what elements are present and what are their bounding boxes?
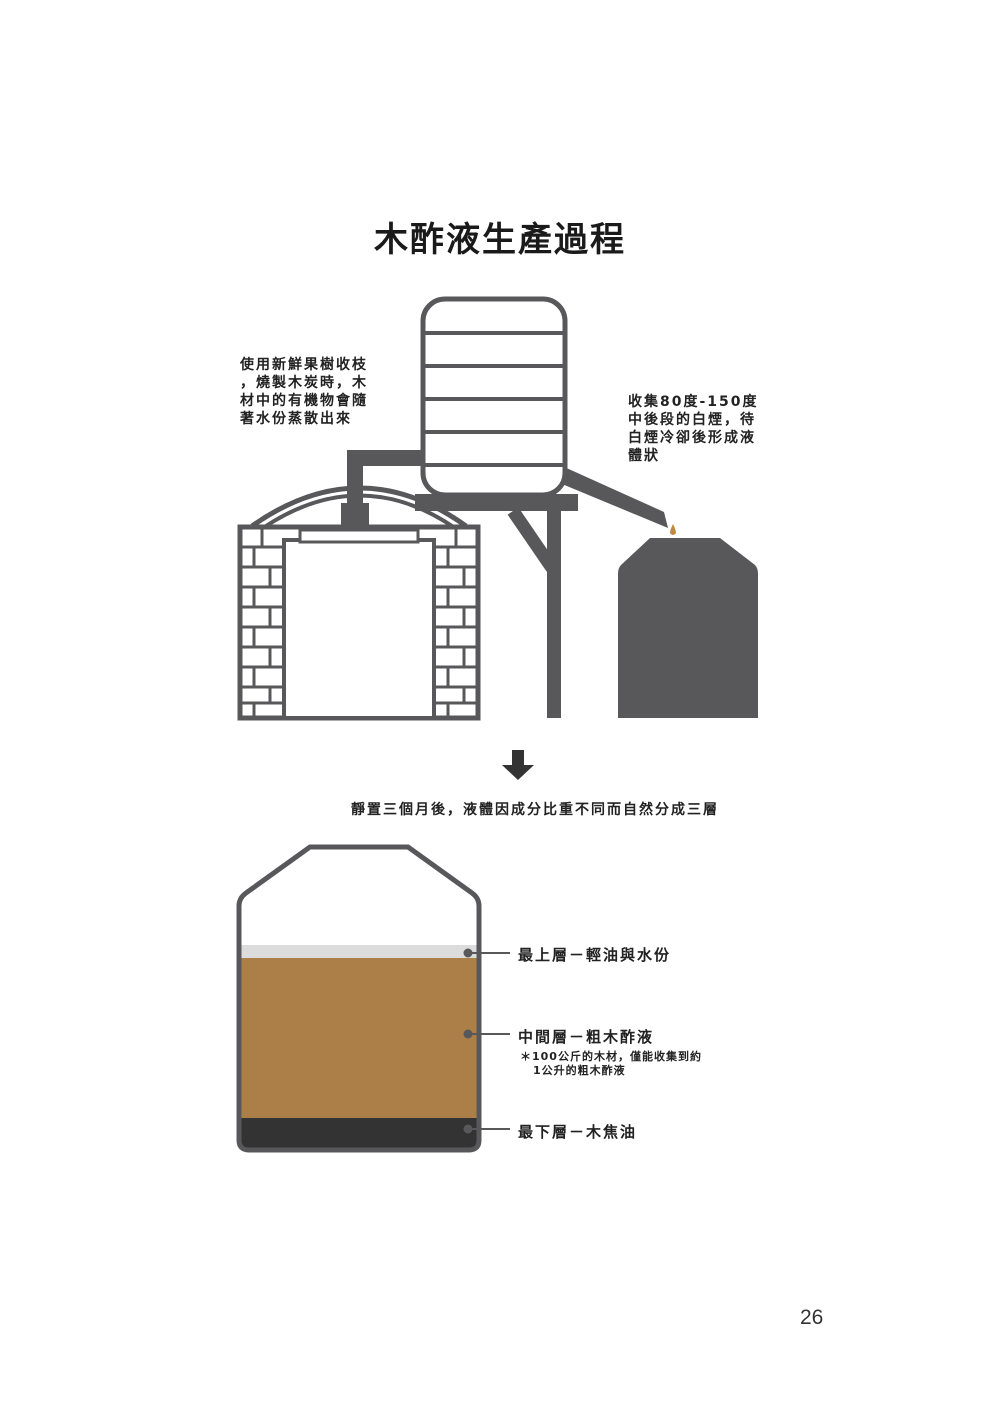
kiln-bricks-right (434, 527, 478, 718)
condenser-pipe (562, 466, 668, 528)
kiln-note: 使用新鮮果樹收枝 ，燒製木炭時，木 材中的有機物會隨 著水份蒸散出來 (240, 356, 368, 428)
kiln-note-line: ，燒製木炭時，木 (240, 375, 368, 391)
collector-note-line: 白煙冷卻後形成液 (628, 430, 756, 446)
middle-layer-label: 中間層－粗木酢液 (518, 1028, 655, 1046)
drip-icon (670, 524, 676, 535)
kiln-bricks-left (240, 527, 284, 718)
tank-stand (415, 494, 578, 718)
light-oil-layer (239, 945, 479, 958)
middle-layer-note-line: ＊100公斤的木材，僅能收集到約 (520, 1050, 702, 1063)
condensing-tank (420, 296, 568, 498)
kiln (237, 485, 481, 721)
top-layer-label: 最上層－輕油與水份 (518, 946, 672, 964)
settling-caption: 靜置三個月後，液體因成分比重不同而自然分成三層 (351, 802, 719, 818)
kiln-note-line: 著水份蒸散出來 (240, 411, 352, 427)
page-title: 木酢液生產過程 (374, 220, 626, 260)
middle-layer-note-line: 1公升的粗木酢液 (533, 1064, 626, 1077)
kiln-door (282, 538, 436, 720)
page-number: 26 (800, 1306, 824, 1329)
down-arrow-icon (502, 750, 534, 780)
collector-note-line: 中後段的白煙，待 (628, 412, 756, 428)
collector-note-line: 收集80度-150度 (628, 394, 759, 410)
middle-layer-note: ＊100公斤的木材，僅能收集到約 1公升的粗木酢液 (520, 1050, 702, 1078)
collector-note: 收集80度-150度 中後段的白煙，待 白煙冷卻後形成液 體狀 (628, 393, 759, 465)
collector-note-line: 體狀 (628, 448, 660, 464)
bottom-layer-label: 最下層－木焦油 (518, 1123, 638, 1141)
separation-vessel (236, 844, 482, 1153)
kiln-note-line: 材中的有機物會隨 (240, 393, 368, 409)
kiln-note-line: 使用新鮮果樹收枝 (240, 357, 368, 373)
collector-barrel (618, 538, 758, 718)
tar-layer (239, 1118, 479, 1150)
layer-leaders (463, 948, 510, 1134)
